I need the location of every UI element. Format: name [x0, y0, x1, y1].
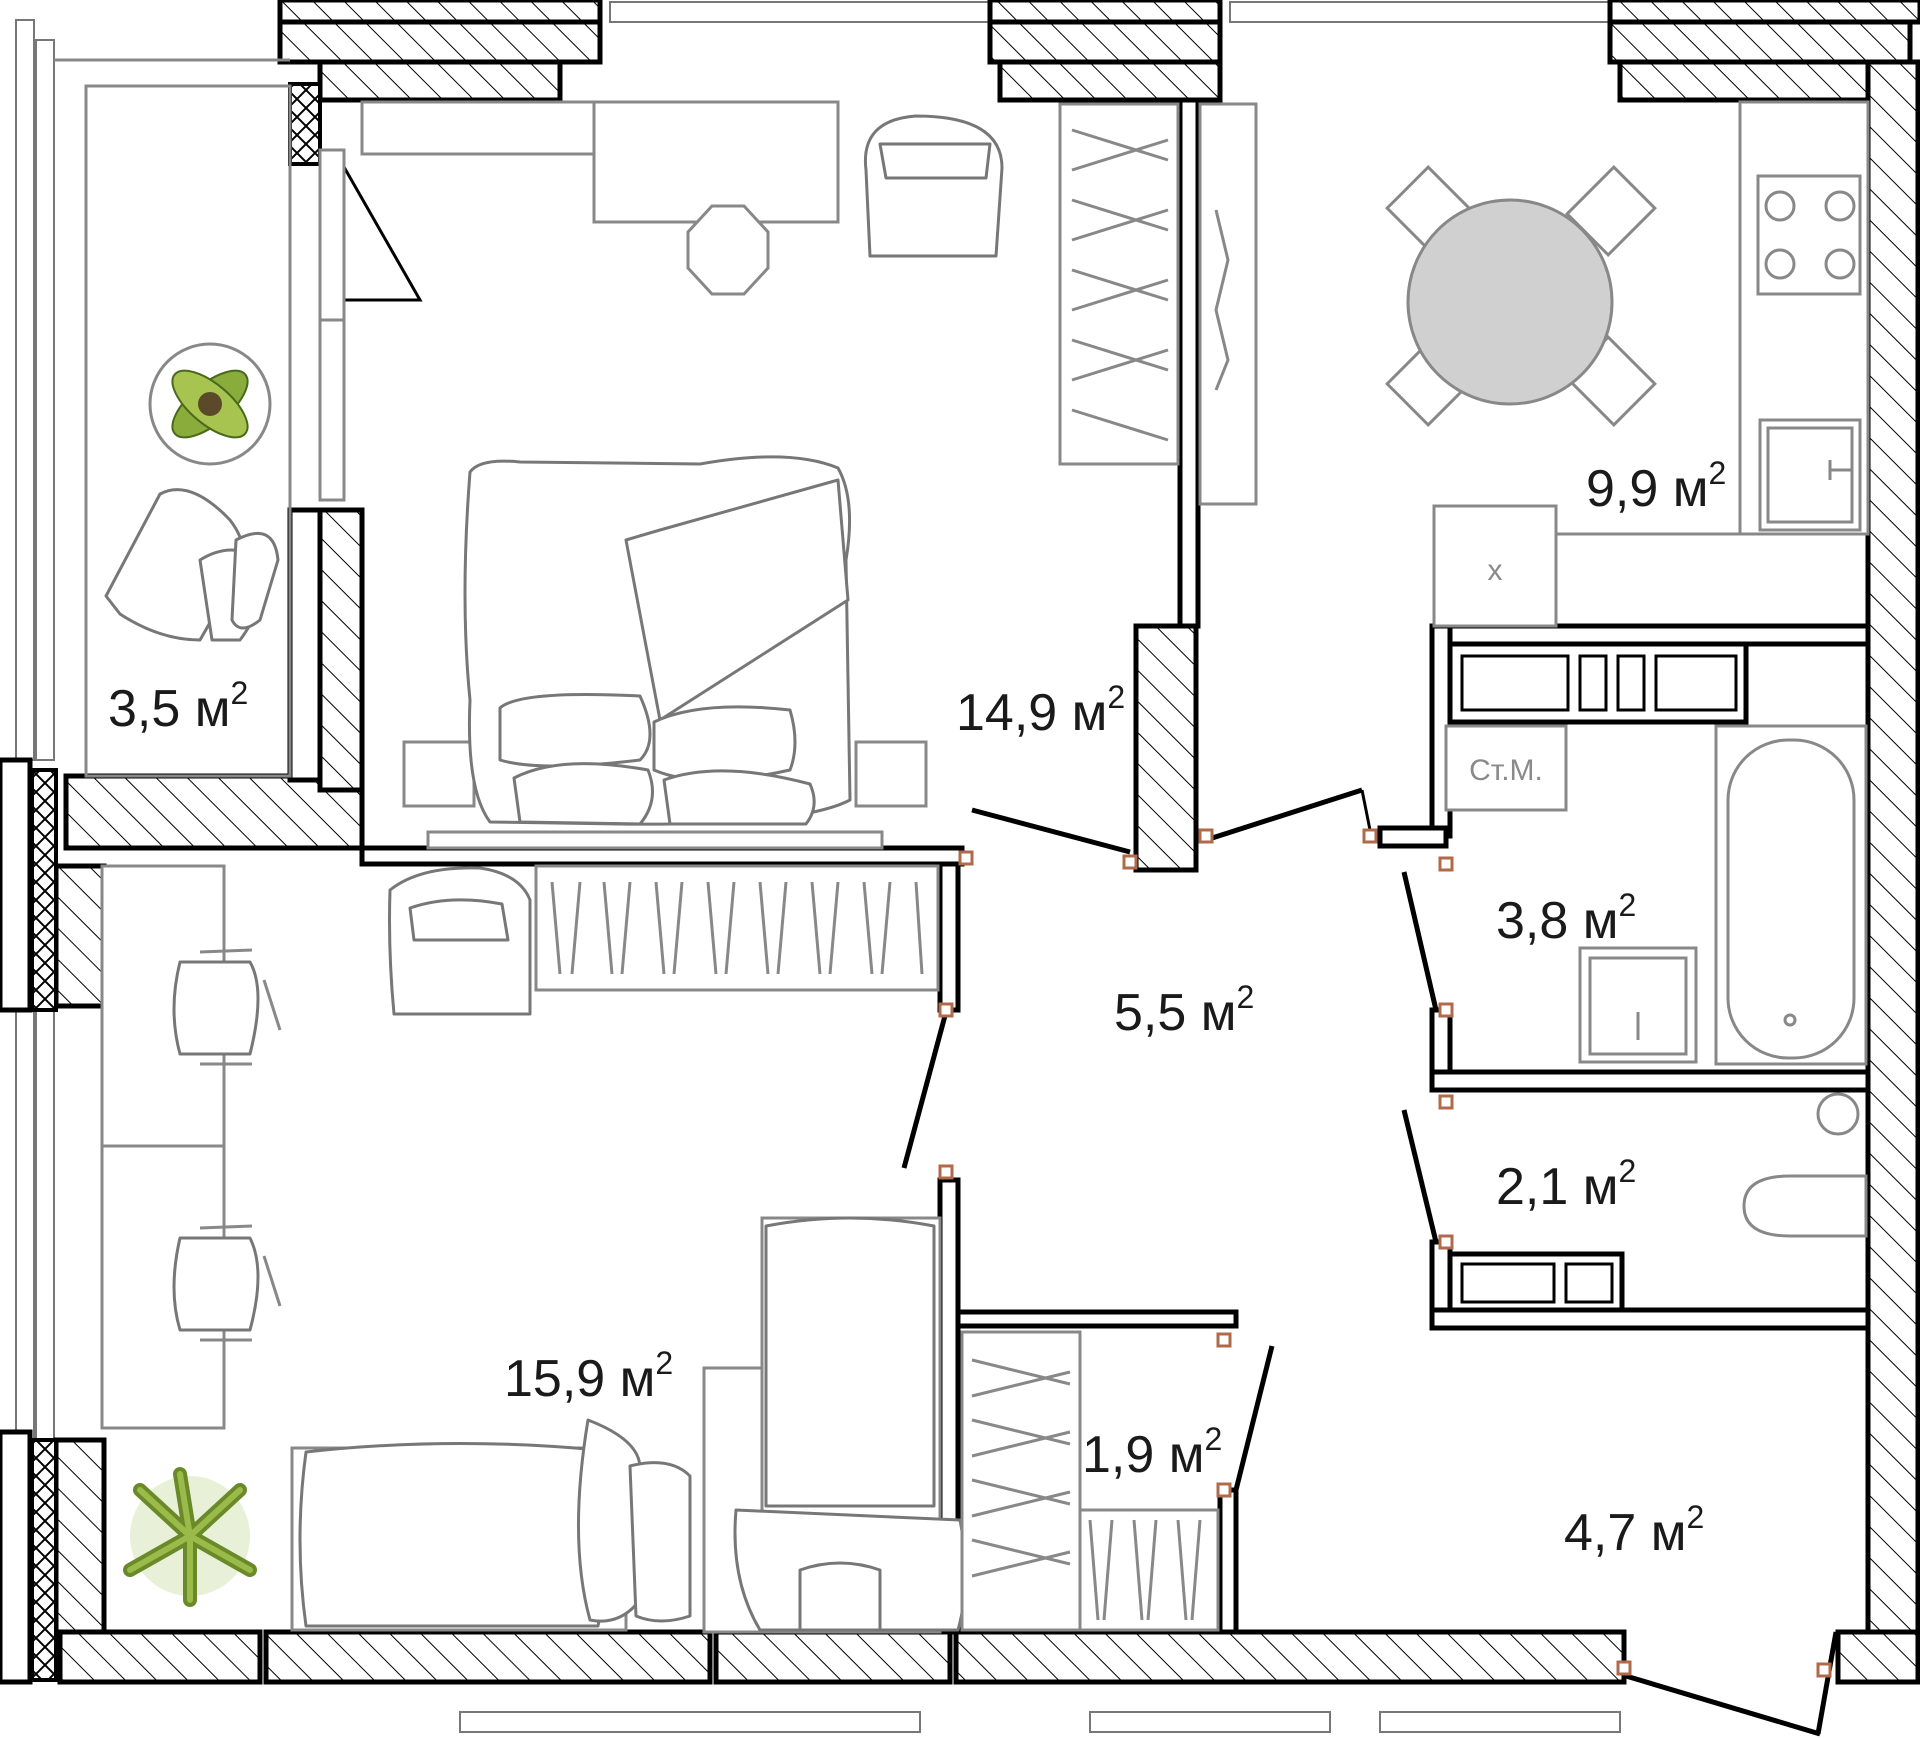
area-label-toilet: 2,1 м2 [1496, 1153, 1636, 1216]
area-label-kitchen: 9,9 м2 [1586, 455, 1726, 518]
closet-furniture [960, 1330, 1220, 1632]
window-frames [15, 1, 1621, 1733]
exterior-walls [0, 0, 1920, 1685]
kids-room-plant-icon [123, 1467, 257, 1607]
dining-table [1406, 198, 1614, 406]
area-label-bedroom: 14,9 м2 [956, 679, 1125, 742]
washing-machine-label: Ст.М. [1469, 754, 1543, 787]
area-label-kids-room: 15,9 м2 [504, 1345, 673, 1408]
bedroom-furniture [360, 100, 1258, 850]
washing-machine [1444, 724, 1568, 812]
area-label-bathroom: 3,8 м2 [1496, 887, 1636, 950]
area-label-entrance: 4,7 м2 [1564, 1499, 1704, 1562]
doors [338, 159, 1839, 1737]
area-labels: 3,5 м2 14,9 м2 9,9 м2 3,8 м2 5,5 м2 2,1 … [108, 455, 1726, 1562]
balcony-furniture [54, 58, 346, 778]
office-chair-1 [172, 948, 282, 1066]
office-chair-2 [172, 1224, 282, 1342]
area-label-closet: 1,9 м2 [1082, 1421, 1222, 1484]
kitchen-furniture: x [1385, 100, 1870, 628]
area-label-balcony: 3,5 м2 [108, 675, 248, 738]
balcony-plant-icon [171, 369, 249, 439]
fridge-label: x [1488, 554, 1503, 587]
kids-room-furniture [100, 864, 968, 1634]
area-label-hall: 5,5 м2 [1114, 979, 1254, 1042]
bathroom-fixtures: Ст.М. [1444, 724, 1868, 1238]
